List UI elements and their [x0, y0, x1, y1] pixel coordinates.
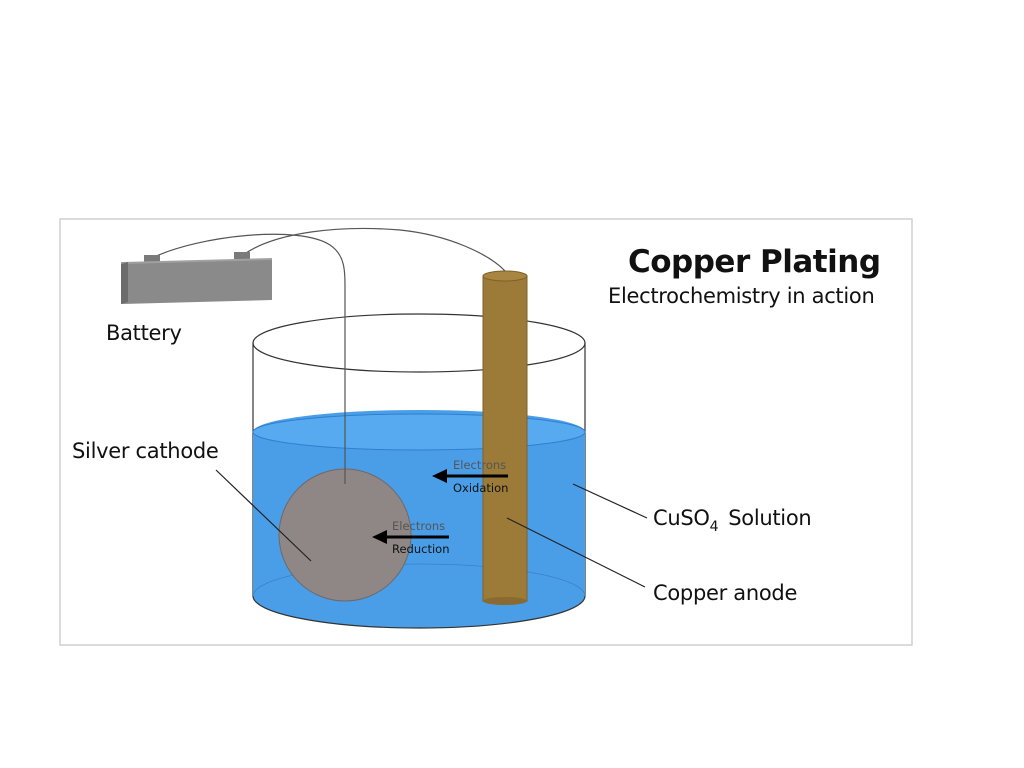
silver-cathode-label: Silver cathode — [72, 439, 219, 463]
battery-body — [121, 260, 272, 304]
solution-formula-subscript: 4 — [710, 519, 719, 535]
reduction-electrons-label: Electrons — [392, 519, 445, 533]
oxidation-arrow-group: Electrons Oxidation — [432, 458, 508, 495]
battery-terminal-positive — [234, 252, 250, 259]
diagram-title: Copper Plating — [628, 244, 881, 280]
wire-negative-to-cathode — [151, 233, 346, 484]
beaker-top-rim — [252, 313, 586, 373]
battery-minus-icon: − — [157, 271, 175, 296]
copper-anode — [482, 270, 528, 605]
solution-bottom-back-edge — [252, 563, 586, 597]
battery-side — [121, 262, 128, 304]
silver-cathode-leader — [215, 469, 312, 562]
reduction-arrow-group: Electrons Reduction — [372, 519, 450, 556]
battery-plus-icon: + — [248, 267, 266, 292]
reduction-label: Reduction — [392, 542, 450, 556]
battery-terminal-negative — [144, 255, 160, 262]
solution-label: CuSO4 Solution — [653, 506, 811, 535]
reduction-arrow-head — [372, 530, 387, 544]
battery: − + — [121, 252, 272, 304]
solution-leader — [572, 483, 648, 519]
oxidation-label: Oxidation — [453, 481, 508, 495]
copper-anode-label: Copper anode — [653, 581, 797, 605]
oxidation-arrow-head — [432, 469, 447, 483]
solution-surface — [252, 413, 586, 451]
diagram-subtitle: Electrochemistry in action — [608, 284, 874, 308]
oxidation-electrons-label: Electrons — [453, 458, 506, 472]
solution-bottom-edge — [252, 595, 586, 629]
solution-formula-base: CuSO — [653, 506, 710, 530]
copper-anode-leader — [506, 517, 646, 588]
wire-positive-to-anode — [242, 227, 506, 272]
copper-anode-rod — [482, 275, 528, 602]
solution-word: Solution — [728, 506, 811, 530]
silver-cathode — [278, 468, 412, 602]
copper-anode-bottom — [483, 597, 527, 605]
battery-label: Battery — [106, 321, 182, 345]
wires — [151, 227, 506, 484]
copper-anode-top — [482, 270, 528, 282]
